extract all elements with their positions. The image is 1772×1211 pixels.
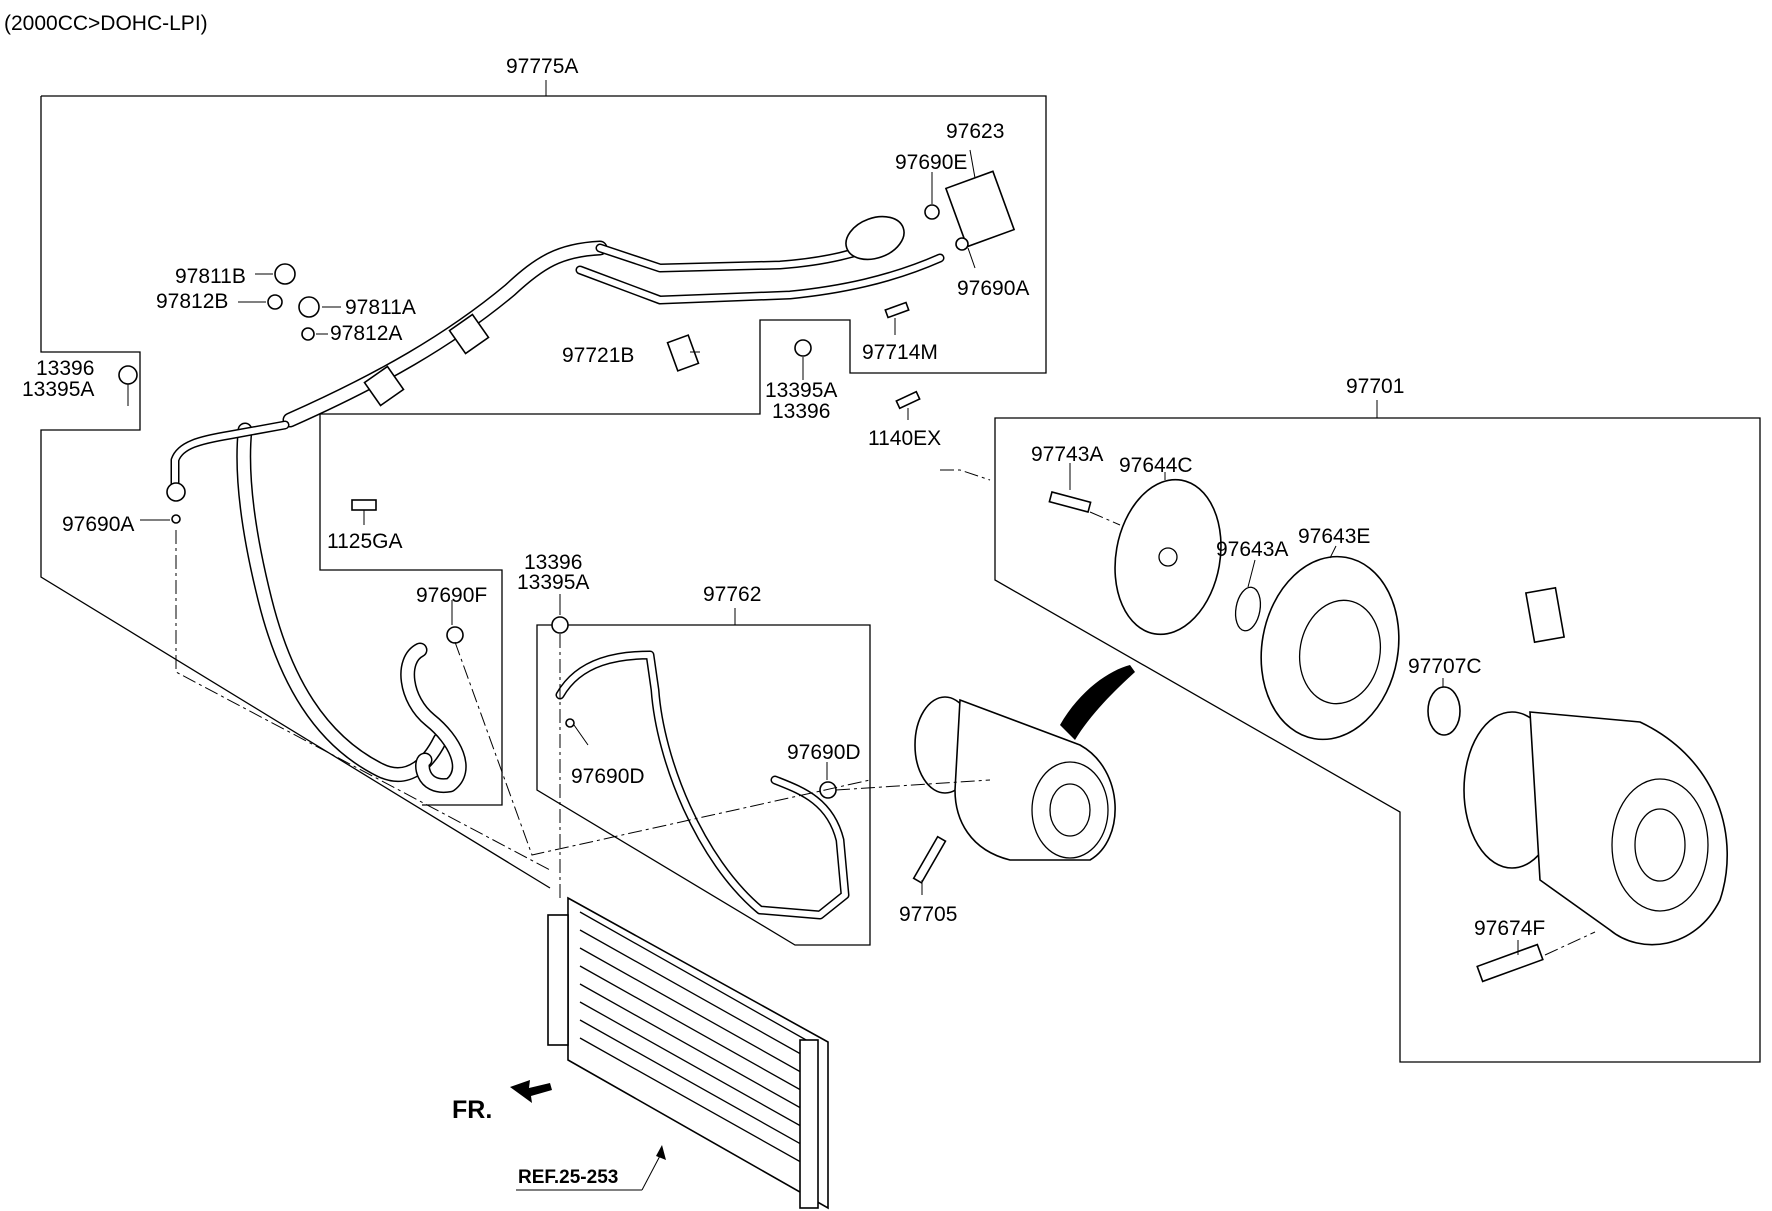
label-97643A: 97643A bbox=[1216, 538, 1288, 561]
label-97644C: 97644C bbox=[1119, 454, 1193, 477]
compressor-assembly-outline bbox=[994, 400, 1761, 1063]
label-97743A: 97743A bbox=[1031, 443, 1103, 466]
hose-assembly-outline bbox=[40, 80, 1047, 889]
label-97812A: 97812A bbox=[330, 322, 402, 345]
o-ring-97690D-a bbox=[565, 718, 575, 728]
label-1140EX: 1140EX bbox=[868, 427, 941, 450]
coil-97707C bbox=[1427, 686, 1461, 736]
liquid-tube bbox=[555, 650, 850, 920]
receiver-drier-97623 bbox=[944, 170, 1016, 248]
o-ring-97690D-b bbox=[819, 781, 837, 799]
left-tube bbox=[166, 420, 290, 502]
o-ring-97690E bbox=[924, 204, 940, 220]
cap-97811B bbox=[274, 263, 296, 285]
leader-lines bbox=[127, 149, 1519, 955]
label-97623: 97623 bbox=[946, 120, 1004, 143]
label-97812B: 97812B bbox=[156, 290, 228, 313]
pressure-sensor-97674F bbox=[1476, 943, 1544, 983]
o-ring-97690F bbox=[446, 626, 464, 644]
label-97690F: 97690F bbox=[416, 584, 487, 607]
bolt-97705 bbox=[912, 835, 947, 884]
label-97674F: 97674F bbox=[1474, 917, 1545, 940]
label-97690A-top: 97690A bbox=[957, 277, 1029, 300]
o-ring-97690A-left bbox=[171, 514, 181, 524]
compressor-small bbox=[914, 665, 1135, 861]
nut-13395A-low bbox=[551, 616, 569, 634]
label-97811A: 97811A bbox=[345, 296, 416, 319]
assembly-97762-label: 97762 bbox=[703, 583, 761, 606]
label-13396-left: 13396 bbox=[36, 357, 94, 380]
assembly-97701-label: 97701 bbox=[1346, 375, 1404, 398]
compressor-large bbox=[1463, 586, 1728, 946]
label-13396-low: 13396 bbox=[524, 551, 582, 574]
label-97714M: 97714M bbox=[862, 341, 938, 364]
label-97707C: 97707C bbox=[1408, 655, 1482, 678]
reference-pointer bbox=[516, 1145, 666, 1191]
label-97690D-b: 97690D bbox=[787, 741, 861, 764]
label-13395A-mid: 13395A bbox=[765, 379, 837, 402]
assembly-97775A-label: 97775A bbox=[506, 55, 578, 78]
small-hose-97690F bbox=[400, 642, 467, 793]
reference-label: REF.25-253 bbox=[518, 1167, 618, 1188]
valve-core-97812A bbox=[301, 327, 315, 341]
label-97705: 97705 bbox=[899, 903, 957, 926]
label-1125GA: 1125GA bbox=[327, 530, 403, 553]
o-ring-97690A-top bbox=[955, 237, 969, 251]
pressure-switch-97721B bbox=[666, 334, 700, 372]
engine-spec-label: (2000CC>DOHC-LPI) bbox=[4, 12, 208, 35]
nut-13395A-mid bbox=[794, 339, 812, 357]
cap-97811A bbox=[298, 296, 320, 318]
label-13396-mid: 13396 bbox=[772, 400, 830, 423]
label-97690D-a: 97690D bbox=[571, 765, 645, 788]
bolt-1140EX bbox=[895, 390, 921, 410]
label-97690A-left: 97690A bbox=[62, 513, 134, 536]
bolt-97714M bbox=[884, 301, 910, 319]
assembly-dash-lines bbox=[175, 469, 1596, 956]
liquid-tube-outline bbox=[536, 608, 871, 946]
front-label: FR. bbox=[452, 1096, 492, 1124]
muffler bbox=[845, 215, 905, 261]
label-13395A-low: 13395A bbox=[517, 571, 589, 594]
label-13395A-left: 13395A bbox=[22, 378, 94, 401]
condenser bbox=[547, 896, 829, 1210]
bolt-1125GA bbox=[351, 499, 377, 511]
front-direction-indicator bbox=[510, 1080, 552, 1103]
label-97643E: 97643E bbox=[1298, 525, 1370, 548]
pulley-97643E bbox=[1260, 555, 1400, 741]
bolt-97743A-part bbox=[1048, 491, 1092, 513]
discharge-hose bbox=[282, 230, 945, 428]
nut-13395A-left bbox=[118, 365, 138, 385]
label-97721B: 97721B bbox=[562, 344, 634, 367]
hub-plate-97644C bbox=[1114, 478, 1222, 636]
suction-hose bbox=[236, 422, 448, 783]
label-97690E: 97690E bbox=[895, 151, 967, 174]
label-97811B: 97811B bbox=[175, 265, 246, 288]
valve-core-97812B bbox=[267, 294, 283, 310]
snap-ring-97643A bbox=[1234, 586, 1262, 632]
